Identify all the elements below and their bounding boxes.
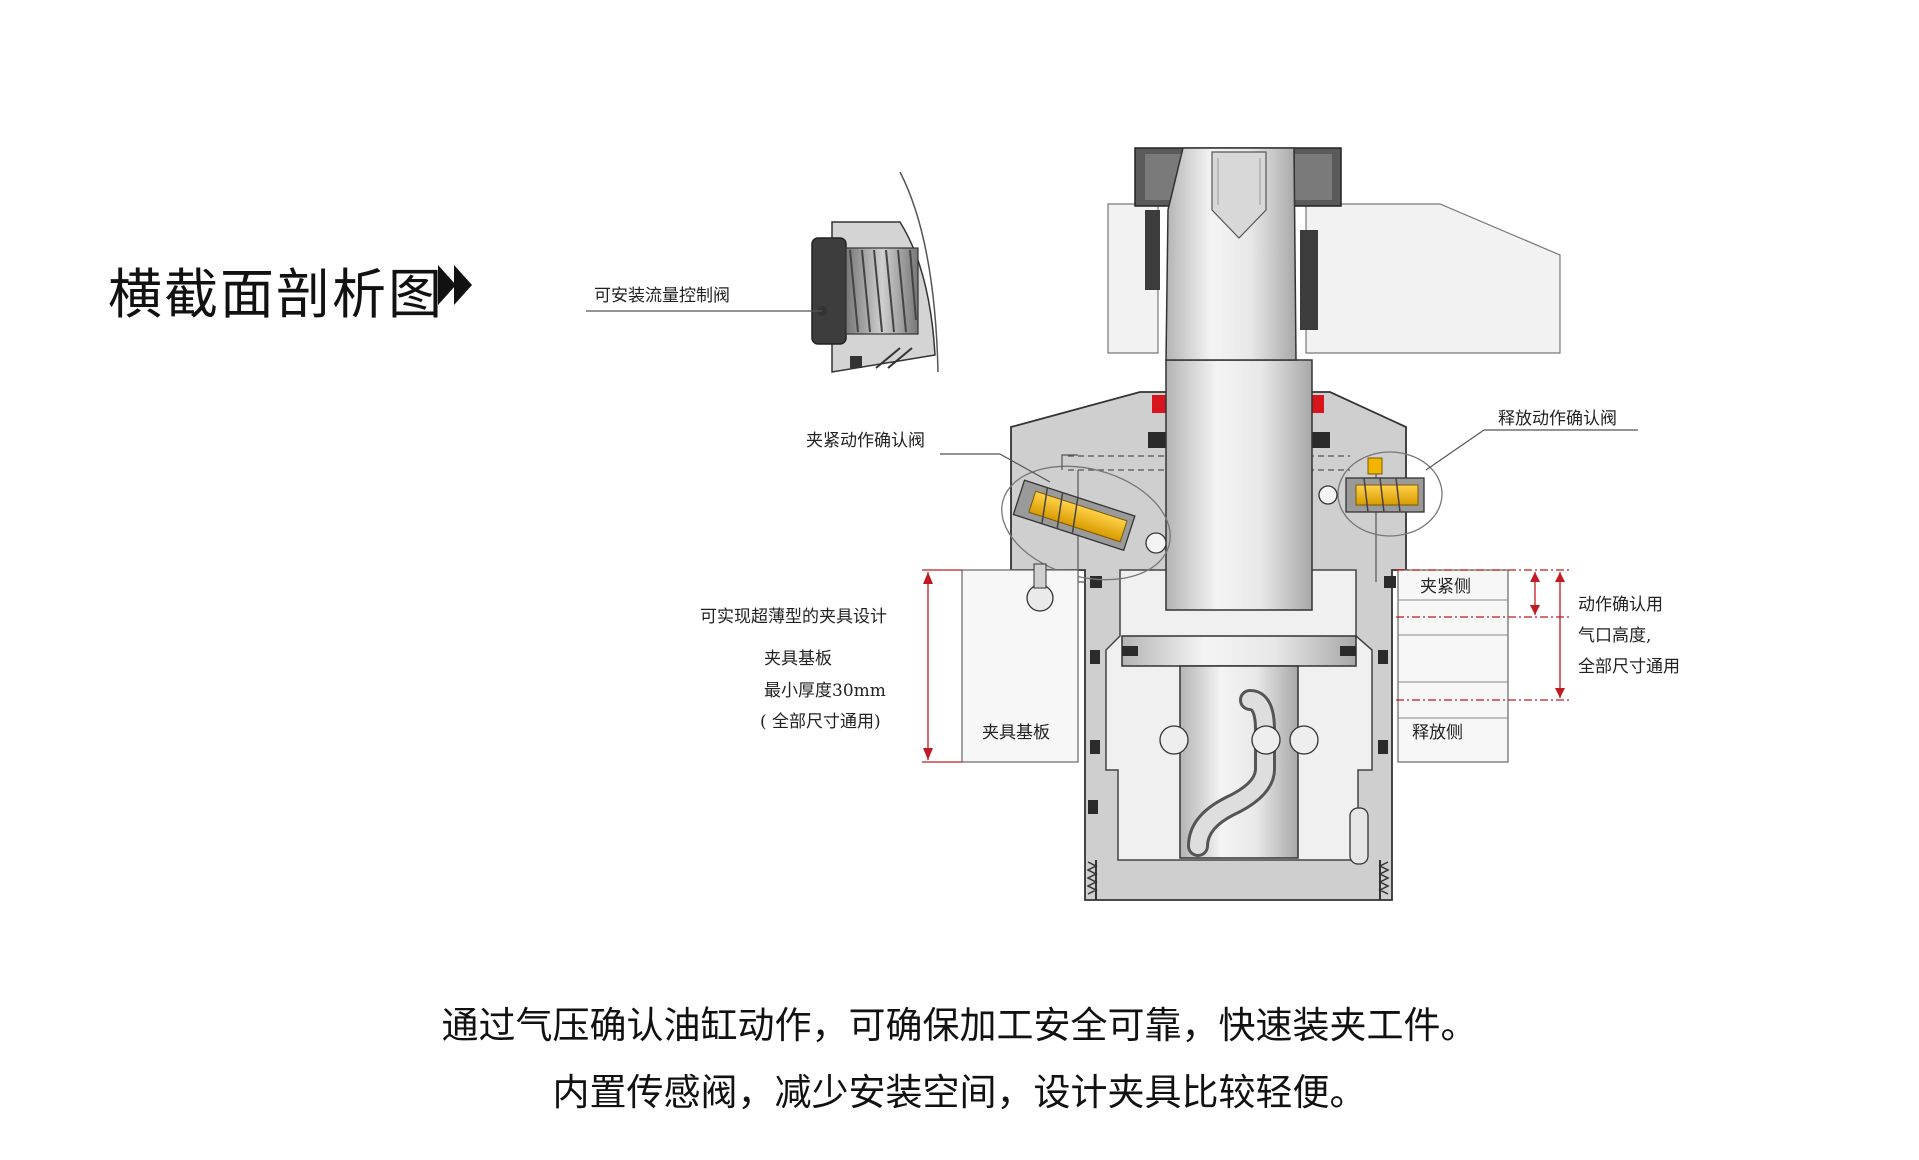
clamp-arm bbox=[1107, 147, 1561, 354]
double-arrow-icon bbox=[438, 265, 472, 305]
flow-valve-label: 可安装流量控制阀 bbox=[594, 286, 730, 306]
caption-line-2: 内置传感阀，减少安装空间，设计夹具比较轻便。 bbox=[552, 1071, 1367, 1114]
thin-fixture-label: 可实现超薄型的夹具设计 bbox=[700, 607, 887, 627]
base-plate-note-3: ( 全部尺寸通用) bbox=[760, 712, 881, 732]
port-note-3: 全部尺寸通用 bbox=[1578, 657, 1680, 677]
clamp-confirm-valve-label: 夹紧动作确认阀 bbox=[806, 431, 925, 451]
port-note-2: 气口高度, bbox=[1578, 626, 1651, 646]
fixture-base-right: 夹紧侧 释放侧 bbox=[1397, 569, 1509, 763]
caption-line-1: 通过气压确认油缸动作，可确保加工安全可靠，快速装夹工件。 bbox=[441, 1004, 1478, 1047]
clamp-confirm-valve: 夹紧动作确认阀 bbox=[806, 431, 1171, 581]
piston-rod bbox=[1121, 147, 1357, 859]
release-confirm-valve: 释放动作确认阀 bbox=[1318, 409, 1638, 537]
release-side-label: 释放侧 bbox=[1412, 723, 1463, 743]
fixture-base-label: 夹具基板 bbox=[982, 723, 1050, 743]
release-confirm-valve-label: 释放动作确认阀 bbox=[1498, 409, 1617, 429]
dimension-port-height bbox=[1396, 569, 1570, 701]
port-note-1: 动作确认用 bbox=[1578, 595, 1663, 615]
flow-valve-detail: 可安装流量控制阀 bbox=[586, 171, 939, 373]
base-plate-note-2: 最小厚度30mm bbox=[764, 681, 886, 701]
base-plate-note-1: 夹具基板 bbox=[764, 649, 832, 669]
page-title: 横截面剖析图 bbox=[108, 263, 444, 326]
clamp-side-label: 夹紧侧 bbox=[1420, 577, 1471, 597]
fixture-base-left: 夹具基板 bbox=[961, 563, 1079, 763]
dimension-base-thickness bbox=[922, 569, 962, 763]
